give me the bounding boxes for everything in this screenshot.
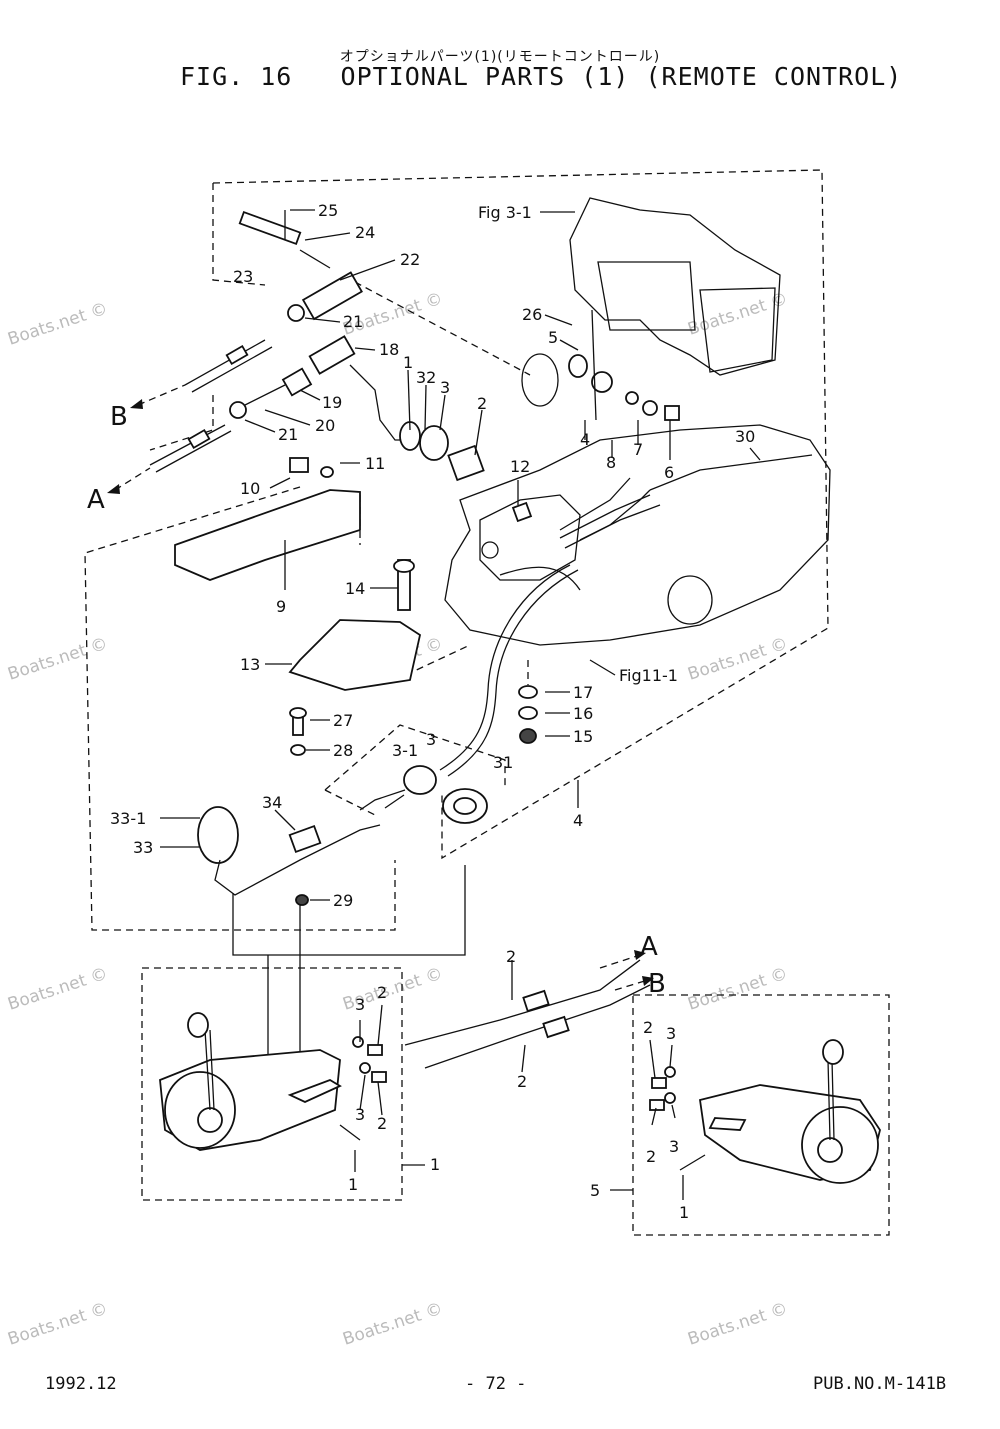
callout-6: 6: [664, 463, 674, 482]
callout-20: 20: [315, 416, 335, 435]
svg-text:Boats.net ©: Boats.net ©: [5, 964, 110, 1015]
left-control-box: [141, 967, 425, 1201]
callout-19: 19: [322, 393, 342, 412]
hardware-15-17: [518, 660, 538, 744]
callout-left-1a: 1: [348, 1175, 358, 1194]
main-cable: [439, 477, 661, 777]
callout-cable-2-bottom: 2: [517, 1072, 527, 1091]
brackets: [174, 457, 422, 691]
callout-21a: 21: [343, 312, 363, 331]
callout-left-2b: 2: [377, 1114, 387, 1133]
arrows: [107, 384, 654, 991]
svg-text:Boats.net ©: Boats.net ©: [340, 1299, 445, 1350]
callout-8: 8: [606, 453, 616, 472]
switch-parts: [197, 765, 488, 896]
callout-23: 23: [233, 267, 253, 286]
callout-34: 34: [262, 793, 282, 812]
callout-10: 10: [240, 479, 260, 498]
callout-16: 16: [573, 704, 593, 723]
svg-text:Boats.net ©: Boats.net ©: [685, 964, 790, 1015]
svg-text:Boats.net ©: Boats.net ©: [5, 299, 110, 350]
callout-22: 22: [400, 250, 420, 269]
callout-right-1: 1: [679, 1203, 689, 1222]
arrow-label-a-left: A: [87, 485, 105, 515]
engine-drawing: [444, 197, 831, 646]
callout-24: 24: [355, 223, 375, 242]
callout-labels: 25 24 23 22 21 18 1 32 3 2 19 20 21 10 1…: [87, 201, 755, 1222]
callout-30: 30: [735, 427, 755, 446]
callout-left-3b: 3: [355, 1105, 365, 1124]
callout-9: 9: [276, 597, 286, 616]
callout-left-box-1: 1: [430, 1155, 440, 1174]
figure-title: FIG. 16 OPTIONAL PARTS (1) (REMOTE CONTR…: [180, 62, 903, 91]
callout-27: 27: [333, 711, 353, 730]
callout-5: 5: [548, 328, 558, 347]
svg-text:Boats.net ©: Boats.net ©: [685, 1299, 790, 1350]
callout-cable-2-top: 2: [506, 947, 516, 966]
callout-right-2b: 2: [646, 1147, 656, 1166]
footer-date: 1992.12: [45, 1374, 117, 1394]
callout-26: 26: [522, 305, 542, 324]
callout-left-3a: 3: [355, 995, 365, 1014]
callout-33: 33: [133, 838, 153, 857]
hardware-27-29: [289, 707, 309, 906]
callout-17: 17: [573, 683, 593, 702]
callout-left-2a: 2: [377, 983, 387, 1002]
callout-2: 2: [477, 394, 487, 413]
callout-12: 12: [510, 457, 530, 476]
arrow-label-a-right: A: [640, 932, 658, 962]
grouping-lines: [232, 865, 466, 1070]
footer-page-number: - 72 -: [465, 1374, 527, 1394]
callout-fig3-1: Fig 3-1: [478, 203, 532, 222]
callout-25: 25: [318, 201, 338, 220]
leader-lines: [160, 209, 761, 1200]
callout-21b: 21: [278, 425, 298, 444]
callout-right-2a: 2: [643, 1018, 653, 1037]
callout-11: 11: [365, 454, 385, 473]
svg-text:Boats.net ©: Boats.net ©: [5, 1299, 110, 1350]
callout-28: 28: [333, 741, 353, 760]
callout-18: 18: [379, 340, 399, 359]
callout-31: 31: [493, 753, 513, 772]
callout-15: 15: [573, 727, 593, 746]
push-pull-cables: [404, 959, 651, 1069]
footer-publication-number: PUB.NO.M-141B: [813, 1374, 947, 1394]
callout-right-3a: 3: [666, 1024, 676, 1043]
callout-right-3b: 3: [669, 1137, 679, 1156]
callout-29: 29: [333, 891, 353, 910]
japanese-title: オプショナルパーツ(1)(リモートコントロール): [339, 49, 661, 65]
callout-fig11-1: Fig11-1: [619, 666, 678, 685]
callout-4a: 4: [580, 430, 590, 449]
svg-text:Boats.net ©: Boats.net ©: [5, 634, 110, 685]
callout-3-1: 3-1: [392, 741, 418, 760]
callout-32: 32: [416, 368, 436, 387]
arrow-label-b-left: B: [110, 402, 128, 432]
callout-33-1: 33-1: [110, 809, 146, 828]
callout-13: 13: [240, 655, 260, 674]
callout-right-box-5: 5: [590, 1181, 600, 1200]
callout-4b: 4: [573, 811, 583, 830]
callout-14: 14: [345, 579, 365, 598]
callout-3: 3: [440, 378, 450, 397]
callout-3b: 3: [426, 730, 436, 749]
callout-1: 1: [403, 353, 413, 372]
arrow-label-b-right: B: [648, 969, 666, 999]
callout-7: 7: [633, 440, 643, 459]
linkage-parts: [229, 210, 680, 523]
right-control-box: [610, 994, 890, 1236]
cable-ends-left: [149, 339, 273, 473]
